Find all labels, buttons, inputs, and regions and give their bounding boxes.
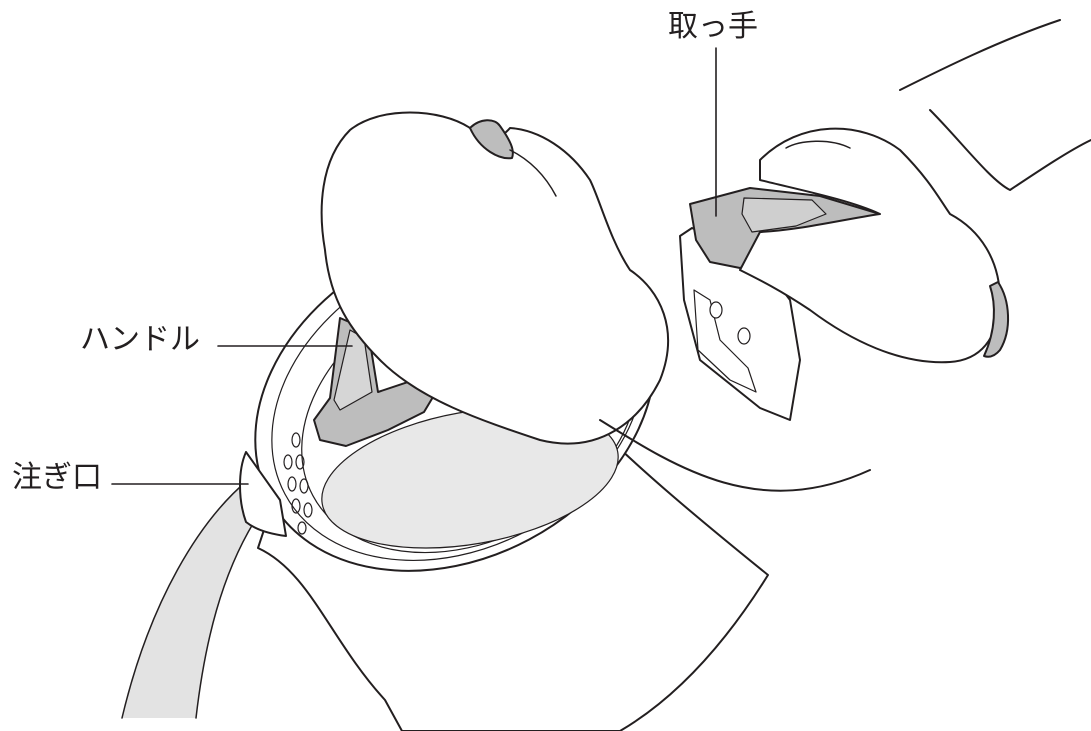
water-stream	[122, 480, 254, 718]
label-handle: ハンドル	[80, 325, 200, 355]
label-grip: 取っ手	[668, 12, 758, 42]
label-spout: 注ぎ口	[12, 463, 102, 493]
right-sleeve	[900, 20, 1091, 190]
